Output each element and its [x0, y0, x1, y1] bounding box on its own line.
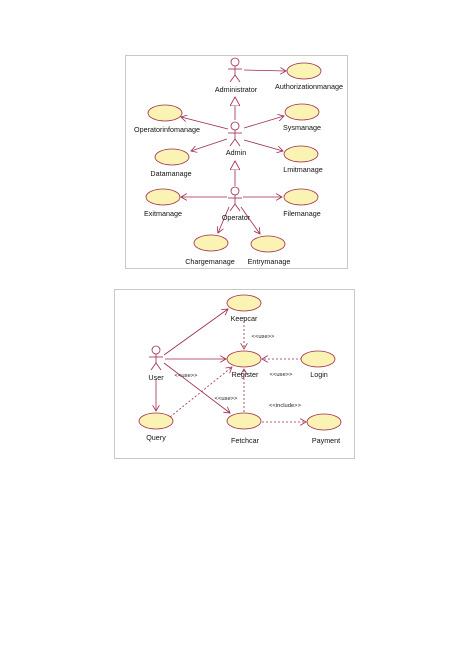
stereotype-use-query: <<use>>	[174, 373, 198, 379]
usecase-label-exitmanage: Exitmanage	[144, 209, 182, 218]
assoc-operator-chargemanage	[218, 206, 230, 233]
actor-administrator	[228, 57, 242, 83]
dep-query-register	[169, 367, 232, 418]
usecase-label-payment: Payment	[311, 436, 341, 445]
actor-label-operator: Operator	[221, 213, 251, 222]
usecase-register	[226, 350, 262, 368]
actor-operator	[228, 186, 242, 212]
usecase-label-operatorinfomanage: Operatorinfomanage	[134, 125, 200, 134]
usecase-login	[300, 350, 336, 368]
usecase-label-lmitmanage: Lmitmanage	[283, 165, 323, 174]
usecase-label-entrymanage: Entrymanage	[247, 257, 291, 266]
use-case-diagram-user	[114, 289, 355, 459]
usecase-chargemanage	[193, 234, 229, 252]
usecase-label-sysmanage: Sysmanage	[283, 123, 321, 132]
actor-label-administrator: Administrator	[214, 85, 258, 94]
usecase-lmitmanage	[283, 145, 319, 163]
assoc-user-keepcar	[163, 309, 228, 356]
usecase-label-keepcar: Keepcar	[230, 314, 258, 323]
usecase-label-login: Login	[310, 370, 328, 379]
usecase-label-register: Register	[231, 370, 259, 379]
usecase-label-filemanage: Filemanage	[283, 209, 321, 218]
usecase-label-chargemanage: Chargemanage	[185, 257, 235, 266]
assoc-administrator-authorization	[243, 70, 286, 71]
usecase-sysmanage	[284, 103, 320, 121]
actor-label-admin: Admin	[225, 148, 247, 157]
usecase-authorizationmanage	[286, 62, 322, 80]
assoc-operator-entrymanage	[240, 206, 260, 234]
actor-user	[149, 345, 163, 371]
assoc-admin-operatorinfo	[181, 117, 229, 130]
usecase-label-fetchcar: Fetchcar	[231, 436, 259, 445]
actor-admin	[228, 121, 242, 147]
usecase-keepcar	[226, 294, 262, 312]
usecase-label-query: Query	[146, 433, 166, 442]
stereotype-use-keepcar: <<use>>	[251, 334, 275, 340]
stereotype-use-fetchcar: <<use>>	[214, 396, 238, 402]
usecase-exitmanage	[145, 188, 181, 206]
usecase-payment	[306, 413, 342, 431]
stereotype-include-payment: <<include>>	[269, 403, 301, 409]
usecase-operatorinfomanage	[147, 104, 183, 122]
assoc-admin-lmitmanage	[243, 139, 283, 151]
usecase-datamanage	[154, 148, 190, 166]
usecase-query	[138, 412, 174, 430]
assoc-user-fetchcar	[163, 362, 230, 413]
assoc-admin-datamanage	[191, 138, 228, 151]
usecase-entrymanage	[250, 235, 286, 253]
usecase-label-authorizationmanage: Authorizationmanage	[275, 82, 343, 91]
actor-label-user: User	[148, 373, 164, 382]
assoc-admin-sysmanage	[243, 116, 284, 129]
usecase-label-datamanage: Datamanage	[150, 169, 192, 178]
stereotype-use-login: <<use>>	[269, 372, 293, 378]
usecase-fetchcar	[226, 412, 262, 430]
usecase-filemanage	[283, 188, 319, 206]
